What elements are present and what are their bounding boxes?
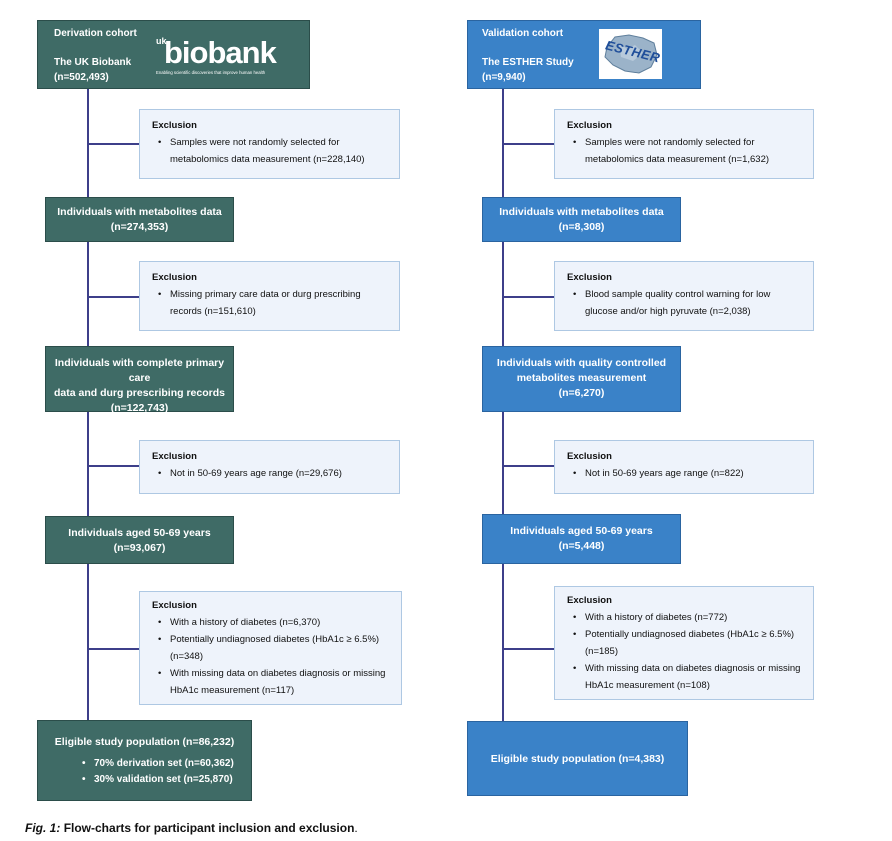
left-box-metabolites: Individuals with metabolites data (n=274… bbox=[45, 197, 234, 242]
exclusion-item: Potentially undiagnosed diabetes (HbA1c … bbox=[567, 626, 801, 660]
cohort-label: Derivation cohort bbox=[54, 28, 137, 39]
left-branch-3 bbox=[87, 465, 139, 467]
final-line: Eligible study population (n=4,383) bbox=[490, 753, 665, 765]
exclusion-title: Exclusion bbox=[567, 451, 612, 462]
exclusion-item: Not in 50-69 years age range (n=29,676) bbox=[152, 465, 387, 482]
right-box-quality: Individuals with quality controlled meta… bbox=[482, 346, 681, 412]
cohort-label: Validation cohort bbox=[482, 28, 564, 39]
left-exclusion-1: Exclusion Samples were not randomly sele… bbox=[139, 109, 400, 179]
figure-caption: Fig. 1: Flow-charts for participant incl… bbox=[25, 821, 358, 835]
esther-logo: ESTHER bbox=[599, 29, 662, 79]
left-branch-2 bbox=[87, 296, 139, 298]
exclusion-item: With a history of diabetes (n=772) bbox=[567, 609, 801, 626]
right-exclusion-1: Exclusion Samples were not randomly sele… bbox=[554, 109, 814, 179]
exclusion-title: Exclusion bbox=[567, 595, 612, 606]
box-line: Individuals with quality controlled bbox=[496, 357, 667, 369]
right-branch-2 bbox=[502, 296, 554, 298]
final-item: 70% derivation set (n=60,362) bbox=[76, 756, 251, 772]
esther-map-icon bbox=[604, 34, 658, 74]
biobank-logo-uk: uk bbox=[156, 36, 167, 46]
exclusion-title: Exclusion bbox=[152, 600, 197, 611]
left-spine-3 bbox=[87, 412, 89, 516]
final-list: 70% derivation set (n=60,362) 30% valida… bbox=[38, 756, 251, 788]
box-line: Individuals with metabolites data bbox=[57, 206, 222, 218]
box-n: (n=5,448) bbox=[558, 540, 605, 552]
caption-title: Flow-charts for participant inclusion an… bbox=[63, 821, 355, 835]
left-exclusion-4: Exclusion With a history of diabetes (n=… bbox=[139, 591, 402, 705]
left-branch-4 bbox=[87, 648, 139, 650]
exclusion-item: Samples were not randomly selected for m… bbox=[152, 134, 387, 168]
study-n: (n=9,940) bbox=[482, 72, 526, 83]
caption-fig-label: Fig. 1: bbox=[25, 821, 61, 835]
box-n: (n=274,353) bbox=[110, 221, 169, 233]
left-box-primary-care: Individuals with complete primary care d… bbox=[45, 346, 234, 414]
exclusion-item: With missing data on diabetes diagnosis … bbox=[567, 660, 801, 694]
right-branch-3 bbox=[502, 465, 554, 467]
right-spine-3 bbox=[502, 412, 504, 514]
caption-end: . bbox=[354, 821, 358, 835]
exclusion-item: Samples were not randomly selected for m… bbox=[567, 134, 801, 168]
right-branch-1 bbox=[502, 143, 554, 145]
study-name: The UK Biobank bbox=[54, 57, 132, 68]
box-line: Individuals with metabolites data bbox=[499, 206, 664, 218]
final-line: Eligible study population (n=86,232) bbox=[54, 736, 235, 748]
left-cohort-header: Derivation cohort The UK Biobank (n=502,… bbox=[37, 20, 310, 89]
left-box-aged: Individuals aged 50-69 years (n=93,067) bbox=[45, 516, 234, 564]
box-line: Individuals aged 50-69 years bbox=[68, 527, 211, 539]
box-n: (n=8,308) bbox=[558, 221, 605, 233]
right-box-eligible: Eligible study population (n=4,383) bbox=[467, 721, 688, 796]
left-exclusion-2: Exclusion Missing primary care data or d… bbox=[139, 261, 400, 331]
box-n: (n=6,270) bbox=[558, 387, 605, 399]
exclusion-item: Potentially undiagnosed diabetes (HbA1c … bbox=[152, 631, 389, 665]
exclusion-title: Exclusion bbox=[152, 272, 197, 283]
box-line: metabolites measurement bbox=[516, 372, 647, 384]
left-box-eligible: Eligible study population (n=86,232) 70%… bbox=[37, 720, 252, 801]
right-box-metabolites: Individuals with metabolites data (n=8,3… bbox=[482, 197, 681, 242]
final-item: 30% validation set (n=25,870) bbox=[76, 772, 251, 788]
exclusion-title: Exclusion bbox=[567, 272, 612, 283]
right-exclusion-2: Exclusion Blood sample quality control w… bbox=[554, 261, 814, 331]
right-spine-4 bbox=[502, 564, 504, 721]
box-line: data and durg prescribing records bbox=[54, 387, 225, 399]
left-exclusion-3: Exclusion Not in 50-69 years age range (… bbox=[139, 440, 400, 494]
box-n: (n=122,743) bbox=[110, 402, 169, 414]
left-spine-2 bbox=[87, 242, 89, 346]
study-n: (n=502,493) bbox=[54, 72, 109, 83]
box-line: Individuals aged 50-69 years bbox=[510, 525, 653, 537]
exclusion-item: With a history of diabetes (n=6,370) bbox=[152, 614, 389, 631]
exclusion-item: Missing primary care data or durg prescr… bbox=[152, 286, 387, 320]
exclusion-title: Exclusion bbox=[567, 120, 612, 131]
box-n: (n=93,067) bbox=[113, 542, 166, 554]
biobank-logo-tagline: Enabling scientific discoveries that imp… bbox=[156, 70, 266, 75]
right-box-aged: Individuals aged 50-69 years (n=5,448) bbox=[482, 514, 681, 564]
left-spine-4 bbox=[87, 564, 89, 720]
exclusion-item: Blood sample quality control warning for… bbox=[567, 286, 801, 320]
exclusion-title: Exclusion bbox=[152, 120, 197, 131]
right-exclusion-4: Exclusion With a history of diabetes (n=… bbox=[554, 586, 814, 700]
exclusion-title: Exclusion bbox=[152, 451, 197, 462]
right-exclusion-3: Exclusion Not in 50-69 years age range (… bbox=[554, 440, 814, 494]
exclusion-item: With missing data on diabetes diagnosis … bbox=[152, 665, 389, 699]
study-name: The ESTHER Study bbox=[482, 57, 574, 68]
right-spine-2 bbox=[502, 242, 504, 346]
left-branch-1 bbox=[87, 143, 139, 145]
exclusion-item: Not in 50-69 years age range (n=822) bbox=[567, 465, 801, 482]
right-branch-4 bbox=[502, 648, 554, 650]
right-cohort-header: Validation cohort The ESTHER Study (n=9,… bbox=[467, 20, 701, 89]
biobank-logo: biobank bbox=[164, 35, 277, 70]
box-line: Individuals with complete primary care bbox=[54, 357, 225, 384]
